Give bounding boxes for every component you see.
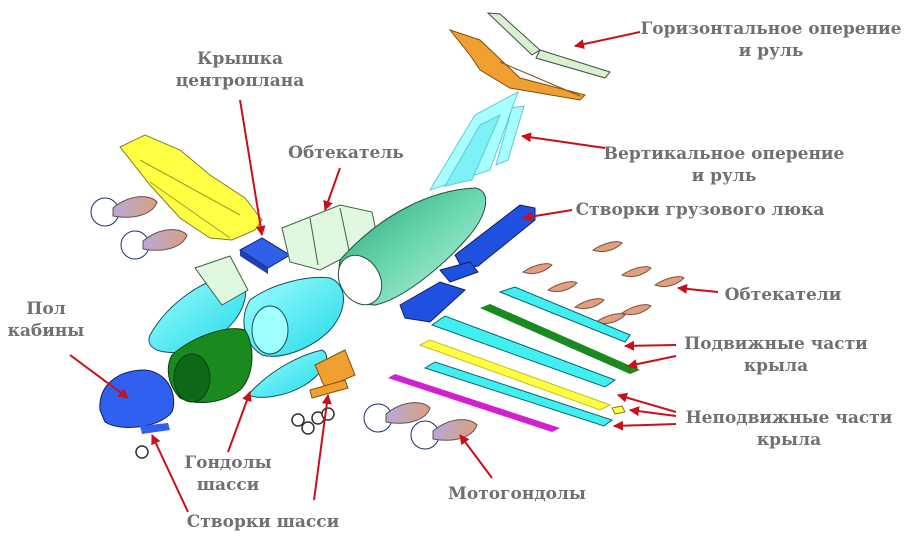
right-wing-panels xyxy=(388,286,640,432)
rear-barrel-section xyxy=(167,328,253,403)
label-gear-doors: Створки шасси xyxy=(186,512,340,532)
label-cargo-doors: Створки грузового люка xyxy=(575,200,825,220)
arrow-moving-wing-1 xyxy=(624,340,677,351)
arrow-fairing xyxy=(323,167,341,211)
horizontal-tail-part xyxy=(448,12,611,101)
gear-nacelle-part xyxy=(247,349,356,399)
vertical-tail-part xyxy=(428,90,525,191)
arrow-gear-nacelles xyxy=(227,391,252,453)
engine-nacelles-part xyxy=(90,196,478,450)
cockpit-nose-part xyxy=(99,369,175,459)
fuselage-main-part xyxy=(337,187,487,306)
arrow-nacelles xyxy=(459,434,493,479)
label-fairing: Обтекатель xyxy=(288,143,404,163)
arrow-fixed-wing-1 xyxy=(617,392,677,413)
fairing-part xyxy=(281,204,379,271)
small-fairings-part xyxy=(521,241,685,325)
center-wing-cover-part xyxy=(239,237,291,274)
arrow-fixed-wing-3 xyxy=(613,420,677,431)
arrow-fairings xyxy=(677,283,719,294)
arrow-moving-wing-2 xyxy=(627,355,677,370)
arrow-fixed-wing-2 xyxy=(629,406,677,417)
arrow-horizontal-tail xyxy=(574,31,641,49)
callout-arrows xyxy=(69,31,719,513)
arrow-gear-doors-2 xyxy=(313,394,332,501)
label-fairings: Обтекатели xyxy=(724,285,842,305)
arrow-cargo-doors xyxy=(522,209,573,222)
main-landing-gear xyxy=(291,407,335,435)
arrow-vertical-tail xyxy=(521,132,606,149)
middle-fuselage-section xyxy=(243,276,344,357)
arrow-cabin-floor xyxy=(69,354,129,399)
arrow-center-wing-cover xyxy=(239,99,266,236)
arrow-gear-doors-1 xyxy=(151,434,189,513)
cargo-doors-part xyxy=(399,204,536,323)
left-wing-part xyxy=(119,134,263,241)
label-nacelles: Мотогондолы xyxy=(448,484,586,504)
